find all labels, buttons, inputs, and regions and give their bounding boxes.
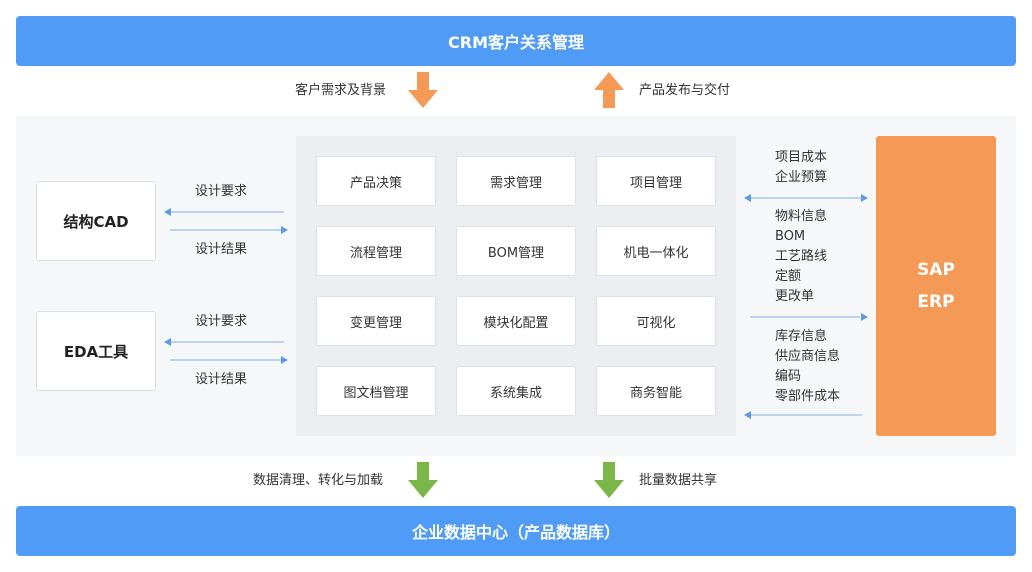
- right-arrow-icon: [750, 313, 868, 321]
- left-arrow-icon: [164, 208, 284, 216]
- info-item: 更改单: [775, 289, 815, 304]
- info-item: 定额: [775, 269, 802, 284]
- erp-title-line1: SAP: [917, 260, 955, 280]
- sap-erp-box: SAP ERP: [876, 136, 996, 436]
- module-modular-configuration: 模块化配置: [456, 296, 576, 346]
- info-item: BOM: [775, 229, 806, 244]
- product-release-label: 产品发布与交付: [639, 83, 731, 98]
- down-arrow-icon: [408, 462, 438, 498]
- module-product-decision: 产品决策: [316, 156, 436, 206]
- erp-info-group-3: 库存信息 供应商信息 编码 零部件成本: [775, 327, 840, 407]
- info-item: 供应商信息: [775, 349, 841, 364]
- down-arrow-icon: [594, 462, 624, 498]
- module-visualization: 可视化: [596, 296, 716, 346]
- right-arrow-icon: [170, 356, 288, 364]
- info-item: 编码: [775, 369, 802, 384]
- design-requirement-label: 设计要求: [195, 184, 248, 199]
- eda-tool-box: EDA工具: [36, 311, 156, 391]
- batch-data-sharing-label: 批量数据共享: [639, 473, 718, 488]
- enterprise-data-center-bar: 企业数据中心（产品数据库）: [16, 506, 1016, 556]
- module-system-integration: 系统集成: [456, 366, 576, 416]
- erp-info-group-1: 项目成本 企业预算: [775, 148, 827, 188]
- design-requirement-label: 设计要求: [195, 314, 248, 329]
- up-arrow-icon: [594, 72, 624, 108]
- data-etl-label: 数据清理、转化与加载: [253, 473, 384, 488]
- design-result-label: 设计结果: [195, 372, 248, 387]
- module-mechatronics: 机电一体化: [596, 226, 716, 276]
- left-arrow-icon: [744, 411, 862, 419]
- erp-info-group-2: 物料信息 BOM 工艺路线 定额 更改单: [775, 207, 827, 307]
- module-requirement-management: 需求管理: [456, 156, 576, 206]
- module-change-management: 变更管理: [316, 296, 436, 346]
- crm-bar: CRM客户关系管理: [16, 16, 1016, 66]
- bidirectional-arrow-icon: [744, 194, 868, 202]
- info-item: 项目成本: [775, 150, 828, 165]
- module-bom-management: BOM管理: [456, 226, 576, 276]
- info-item: 企业预算: [775, 170, 828, 185]
- customer-needs-label: 客户需求及背景: [295, 83, 387, 98]
- down-arrow-icon: [408, 72, 438, 108]
- info-item: 库存信息: [775, 329, 828, 344]
- module-project-management: 项目管理: [596, 156, 716, 206]
- info-item: 零部件成本: [775, 389, 841, 404]
- design-result-label: 设计结果: [195, 242, 248, 257]
- module-process-management: 流程管理: [316, 226, 436, 276]
- module-document-management: 图文档管理: [316, 366, 436, 416]
- erp-title-line2: ERP: [917, 292, 955, 312]
- info-item: 工艺路线: [775, 249, 828, 264]
- info-item: 物料信息: [775, 209, 828, 224]
- left-arrow-icon: [164, 338, 284, 346]
- structural-cad-box: 结构CAD: [36, 181, 156, 261]
- right-arrow-icon: [170, 226, 288, 234]
- module-business-intelligence: 商务智能: [596, 366, 716, 416]
